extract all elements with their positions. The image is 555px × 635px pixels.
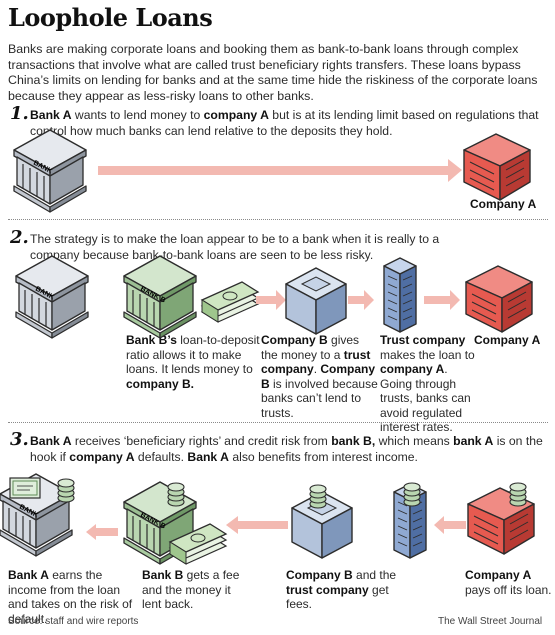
caption-bold: trust company [261,347,371,377]
text-part: which means [375,434,454,448]
company-red-icon [463,133,531,201]
arrow-icon [424,290,460,310]
bank-green-icon: BANK B [123,481,197,565]
caption-text: and the [352,568,397,582]
bank-gray-icon: BANK [0,473,73,557]
step-1-bank-a: Bank A [30,108,72,122]
step-1-company-a-label: Company A [470,197,537,211]
step-2-number: 2. [10,227,29,248]
caption-bold: Company A [465,568,532,582]
step-3-company-a-caption: Company A pays off its loan. [465,568,553,597]
caption-text: earns the income from the loan and takes… [8,568,133,626]
step-3-bank-b-caption: Bank B gets a fee and the money it lent … [142,568,252,612]
coin-stack-icon [57,478,75,503]
caption-text: pays off its loan. [465,582,552,597]
text-bold: Bank A [187,449,229,464]
step-2-company-b-caption: Company B gives the money to a trust com… [261,333,379,420]
caption-text: gives the money to a [261,333,360,362]
divider [8,422,548,423]
company-red-icon [465,265,533,333]
caption-bold: trust company [286,582,369,597]
caption-text: loan-to-deposit ratio allows it to make … [126,333,260,376]
arrow-icon [98,159,462,182]
caption-text: is involved because banks can’t lend to … [261,376,378,420]
intro-paragraph: Banks are making corporate loans and boo… [8,42,538,103]
caption-bold: Bank B’s [126,333,177,347]
text-bold: Bank A [30,434,72,448]
caption-bold: company B. [126,376,195,391]
step-1-text-part: wants to lend money to [71,108,204,122]
bank-green-icon: BANK B [123,255,197,339]
coin-stack-icon [403,482,421,507]
trust-building-icon [383,257,417,333]
company-b-icon [285,267,347,335]
text-part: defaults. [134,449,188,464]
bank-gray-icon: BANK [13,129,87,213]
caption-text: makes the loan to [380,347,475,362]
step-3-number: 3. [10,429,29,450]
step-1-number: 1. [10,103,29,124]
certificate-icon [9,477,41,499]
bank-gray-icon: BANK [15,255,89,339]
text-bold: bank B, [331,434,376,448]
source-note: Source: staff and wire reports [8,616,139,627]
caption-text: get fees. [286,582,389,612]
divider [8,219,548,220]
step-2-bank-b-caption: Bank B’s loan-to-deposit ratio allows it… [126,333,266,391]
caption-bold: Company B [261,333,328,347]
caption-bold: Bank B [142,568,184,582]
caption-bold: Bank A [8,568,49,582]
arrow-icon [348,290,374,310]
text-part: receives ‘beneficiary rights’ and credit… [71,434,332,448]
arrow-icon [86,524,118,540]
step-2-company-a-label: Company A [474,333,541,347]
coin-stack-icon [309,484,327,509]
caption-bold: Company B [261,362,376,391]
step-2-text: The strategy is to make the loan appear … [30,232,440,262]
caption-text: . [313,362,321,376]
credit-note: The Wall Street Journal [438,616,543,627]
caption-bold: Company B [286,568,353,582]
text-part: also benefits from interest income. [228,449,418,464]
arrow-icon [256,290,286,310]
page-title: Loophole Loans [8,3,213,32]
step-2-trust-caption: Trust company makes the loan to company … [380,333,476,435]
caption-text: gets a fee and the money it lent back. [142,568,240,611]
step-3-company-b-caption: Company B and the trust company get fees… [286,568,416,612]
caption-text: . Going through trusts, banks can avoid … [380,362,471,434]
text-part: is on the hook if [30,434,543,464]
step-1-text-part: but is at its lending limit based on reg… [30,108,539,138]
cash-stack-icon [201,281,259,323]
arrow-icon [434,516,466,534]
text-bold: company A [69,449,135,464]
step-1-text: Bank A wants to lend money to company A … [30,108,546,139]
step-3-bank-a-caption: Bank A earns the income from the loan an… [8,568,136,626]
caption-bold: company A [380,362,445,376]
step-1-company-a: company A [203,108,269,122]
arrow-icon [226,516,288,534]
coin-stack-icon [509,482,527,507]
step-3-text: Bank A receives ‘beneficiary rights’ and… [30,434,546,465]
coin-stack-icon [167,482,185,507]
caption-bold: Trust company [380,333,466,347]
text-bold: bank A [453,434,494,448]
